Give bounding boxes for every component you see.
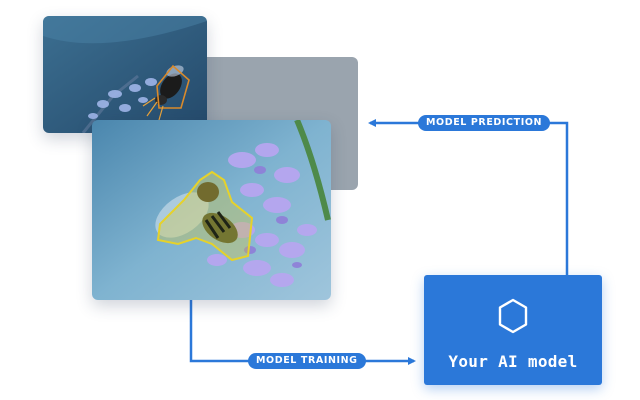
training-image [92, 120, 331, 300]
model-prediction-label: MODEL PREDICTION [418, 115, 551, 131]
hexagon-icon [498, 298, 528, 334]
prediction-image [43, 16, 207, 133]
prediction-arrow [368, 119, 569, 275]
model-training-label: MODEL TRAINING [248, 353, 366, 369]
training-arrow [189, 300, 416, 365]
ai-model-label: Your AI model [448, 352, 578, 371]
ai-model-box: Your AI model [424, 275, 602, 385]
